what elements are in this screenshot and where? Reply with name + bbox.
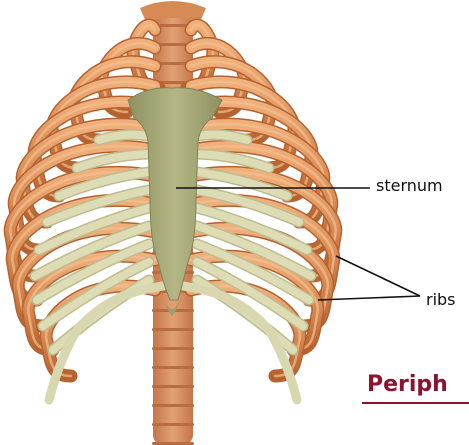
sternum-label: sternum <box>376 178 443 194</box>
disc <box>152 347 194 350</box>
ribs-leader-line-upper <box>336 256 420 296</box>
disc <box>152 404 194 407</box>
disc <box>152 385 194 388</box>
heading-underline <box>362 402 469 404</box>
ribs-label: ribs <box>426 292 456 308</box>
disc <box>152 328 194 331</box>
section-heading-partial: Periph <box>367 372 448 397</box>
disc <box>152 366 194 369</box>
ribs-leader-line-lower <box>318 296 420 300</box>
disc <box>152 423 194 426</box>
